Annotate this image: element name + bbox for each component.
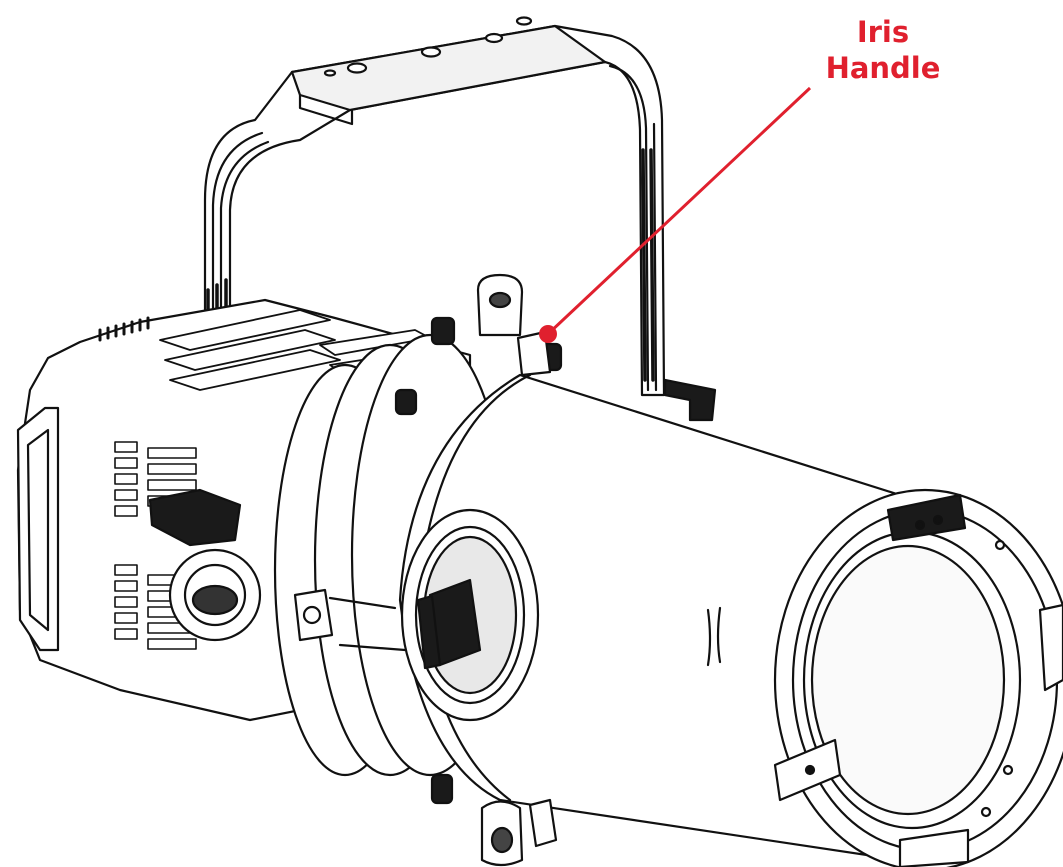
callout-dot <box>539 325 557 343</box>
bottom-knobs <box>430 773 558 867</box>
side-shutter-lever <box>293 588 407 652</box>
front-lens-ring <box>773 488 1063 867</box>
callout-line1: Iris <box>856 15 910 49</box>
callout-line2: Handle <box>825 51 941 85</box>
callout-leader <box>539 86 812 343</box>
iris-handle <box>516 330 552 377</box>
iris-handle-callout: Iris Handle <box>808 14 958 86</box>
yoke-lock-knob <box>148 488 262 642</box>
rear-bracket <box>663 378 717 422</box>
top-knobs <box>394 273 563 416</box>
focus-knob <box>400 508 540 722</box>
